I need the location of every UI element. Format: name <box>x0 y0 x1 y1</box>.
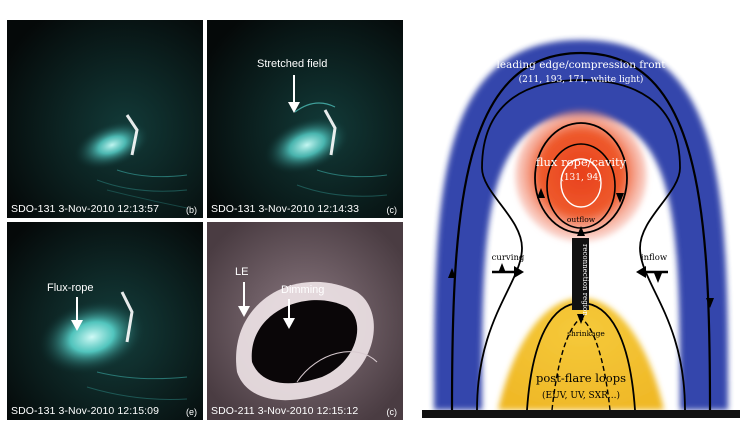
euv-image-c <box>207 20 403 218</box>
rope-title: flux rope/cavity <box>536 155 627 169</box>
panel-label: (b) <box>186 205 197 215</box>
outflow-label: outflow <box>567 215 596 224</box>
loops-subtitle: (EUV, UV, SXR...) <box>542 390 620 401</box>
curving-label: curving <box>492 253 525 263</box>
panel-sdo131-121433: Stretched field SDO-131 3-Nov-2010 12:14… <box>207 20 403 218</box>
euv-image-b <box>7 20 203 218</box>
panel-sdo131-121357: SDO-131 3-Nov-2010 12:13:57 (b) <box>7 20 203 218</box>
rope-subtitle: (131, 94) <box>560 172 601 183</box>
panel-caption: SDO-211 3-Nov-2010 12:15:12 <box>211 405 359 417</box>
stretched-field-label: Stretched field <box>257 58 328 70</box>
euv-image-211 <box>207 222 403 420</box>
reconnection-region-bar <box>572 238 589 310</box>
panel-label: (e) <box>186 407 197 417</box>
shrinkage-label: shrinkage <box>567 329 605 338</box>
le-label: LE <box>235 266 249 278</box>
panel-caption: SDO-131 3-Nov-2010 12:15:09 <box>11 405 160 417</box>
loops-title: post-flare loops <box>536 371 626 385</box>
euv-image-e <box>7 222 203 420</box>
panel-caption: SDO-131 3-Nov-2010 12:14:33 <box>211 203 360 215</box>
dimming-label: Dimming <box>281 284 325 296</box>
panel-caption: SDO-131 3-Nov-2010 12:13:57 <box>11 203 160 215</box>
panel-sdo131-121509: Flux-rope SDO-131 3-Nov-2010 12:15:09 (e… <box>7 222 203 420</box>
flux-rope-label: Flux-rope <box>47 282 94 294</box>
front-subtitle: (211, 193, 171, white light) <box>519 74 644 85</box>
cme-schematic: leading edge/compression front (211, 193… <box>422 40 740 418</box>
post-flare-loops <box>498 298 664 410</box>
panel-label: (c) <box>386 205 398 215</box>
flux-rope-cavity <box>515 110 647 242</box>
reconnection-label: reconnection region <box>581 244 589 316</box>
front-title: leading edge/compression front <box>496 59 666 71</box>
inflow-label: inflow <box>641 253 668 263</box>
panel-sdo211-121512: LE Dimming SDO-211 3-Nov-2010 12:15:12 (… <box>207 222 403 420</box>
panel-label: (c) <box>386 407 398 417</box>
compression-front <box>434 40 728 410</box>
